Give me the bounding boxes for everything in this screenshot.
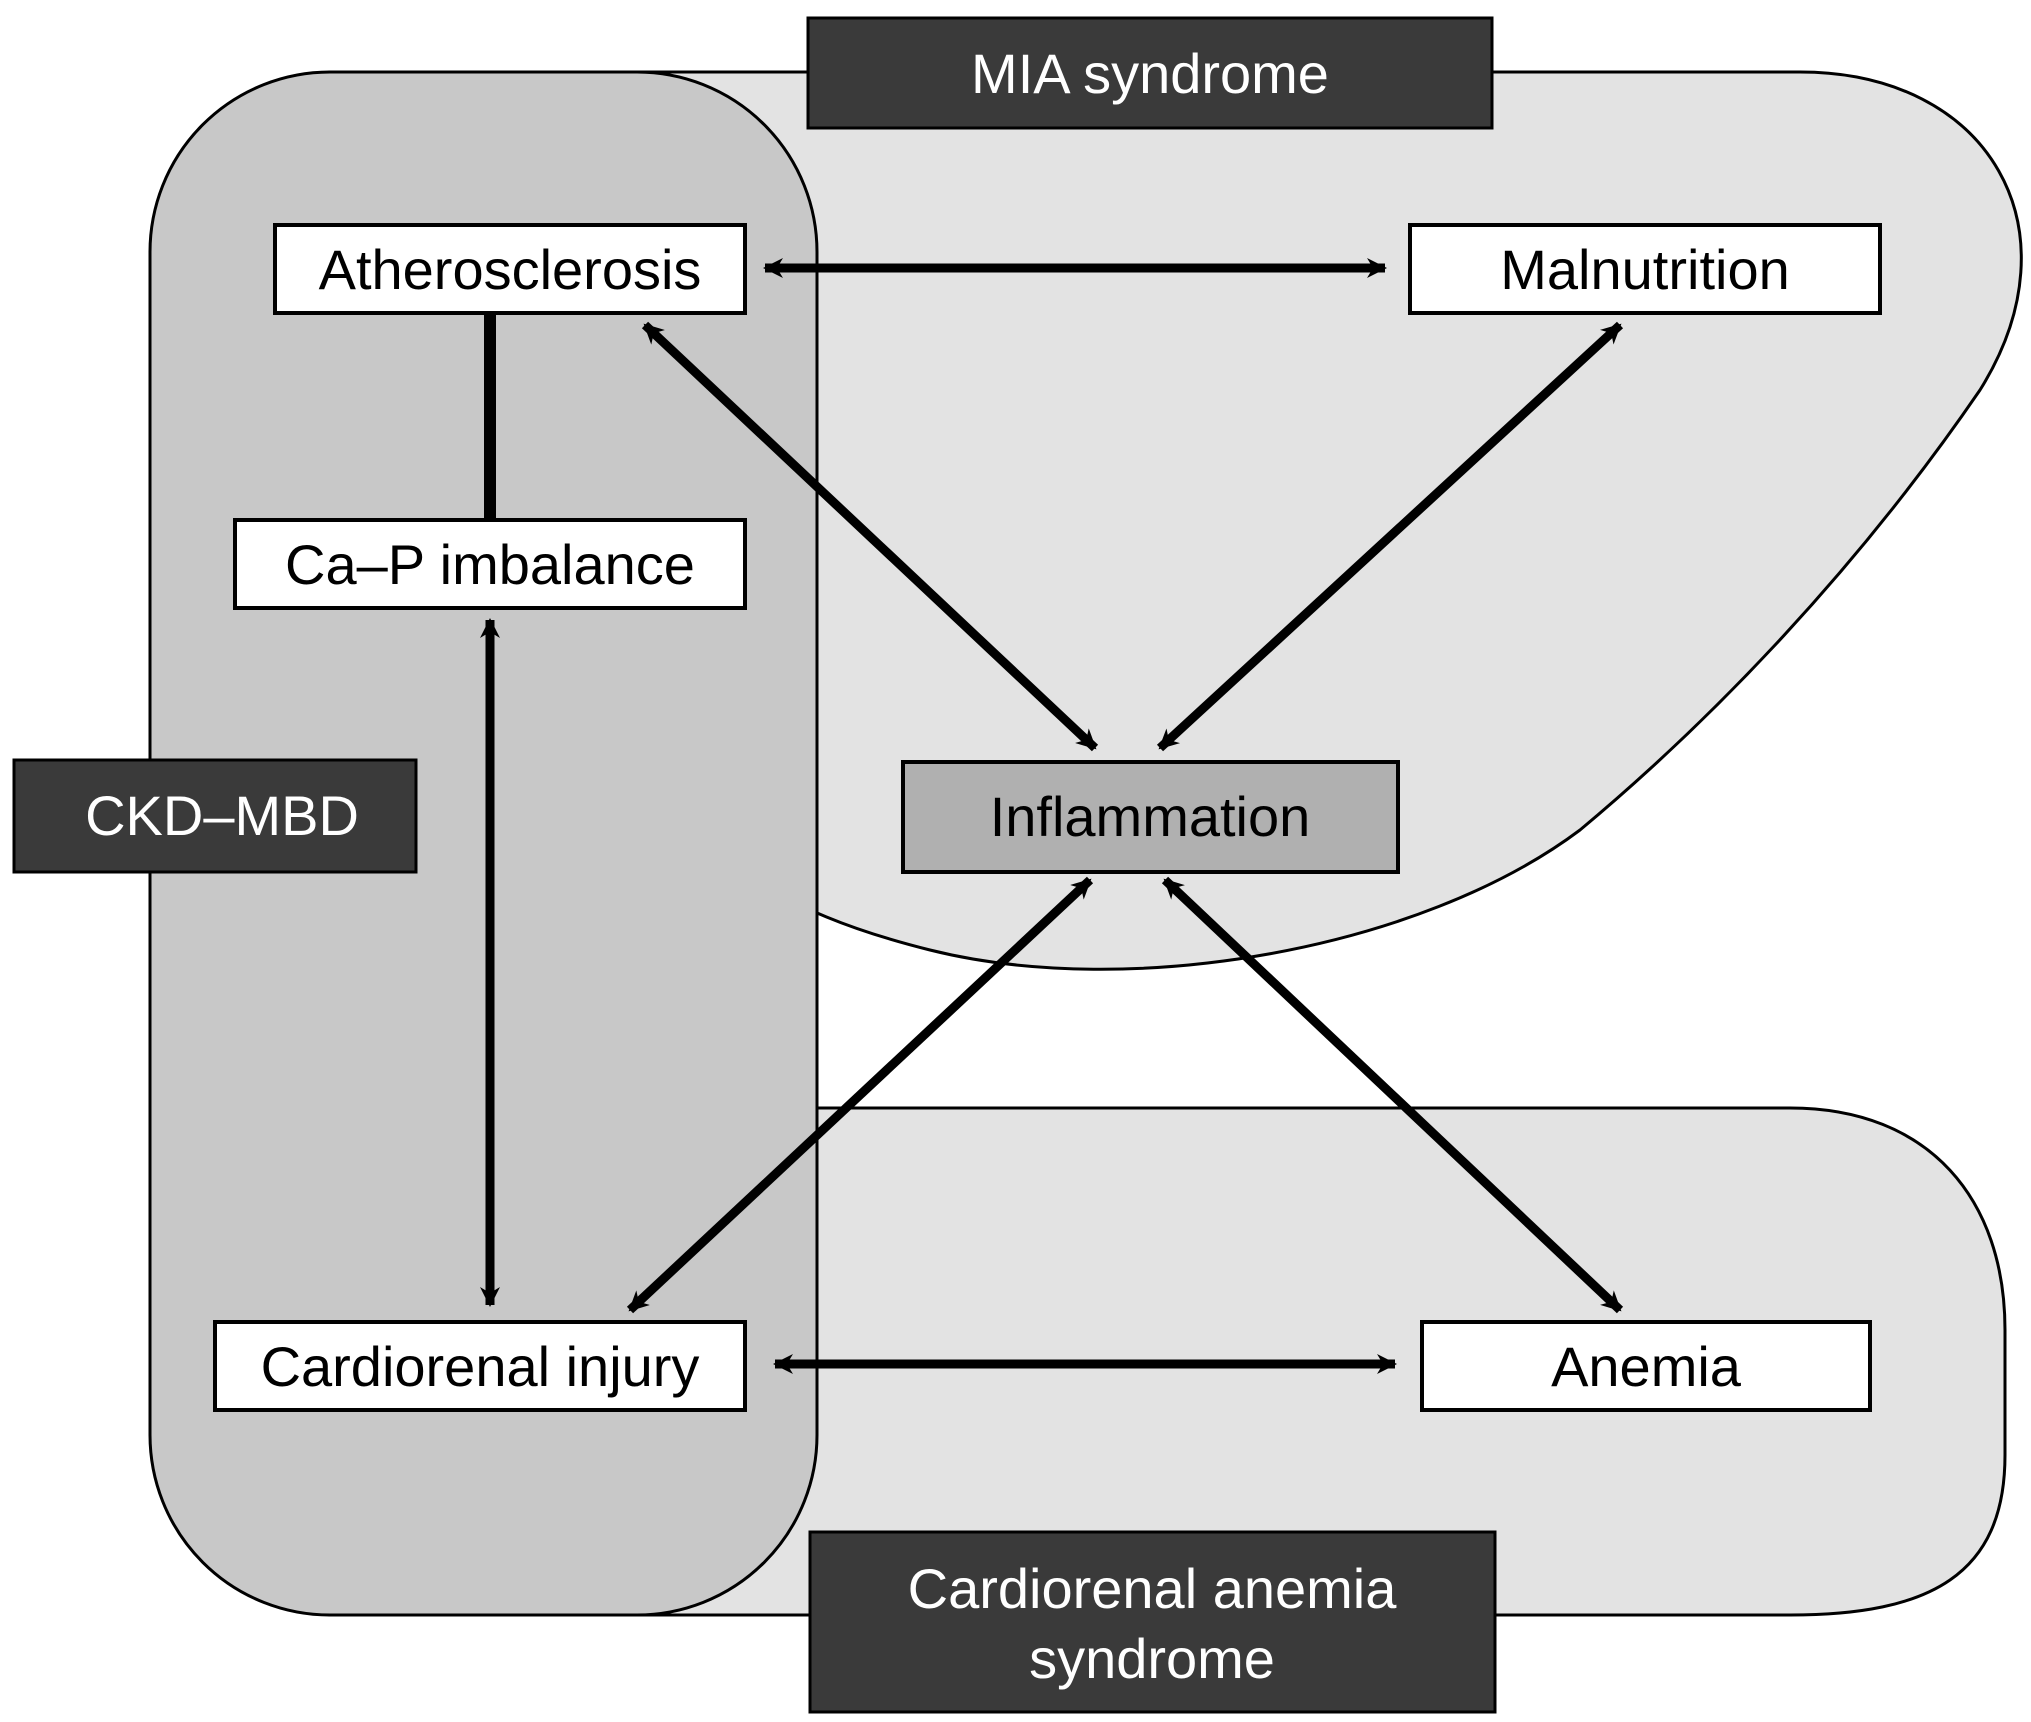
node-atherosclerosis-label: Atherosclerosis <box>319 238 702 301</box>
node-inflammation-label: Inflammation <box>990 785 1311 848</box>
label-cardiorenal-anemia-syndrome: Cardiorenal anemia syndrome <box>808 1530 1497 1714</box>
label-mia-syndrome: MIA syndrome <box>806 16 1494 130</box>
node-atherosclerosis: Atherosclerosis <box>273 223 747 315</box>
label-ckd-mbd: CKD–MBD <box>12 758 418 874</box>
arrow-malnutrition-inflammation <box>1156 321 1624 752</box>
label-cardiorenal-anemia-line2: syndrome <box>1029 1627 1275 1690</box>
label-mia-syndrome-text: MIA syndrome <box>971 42 1329 105</box>
label-ckd-mbd-text: CKD–MBD <box>85 784 359 847</box>
node-anemia: Anemia <box>1420 1320 1872 1412</box>
node-inflammation: Inflammation <box>901 760 1400 874</box>
node-malnutrition-label: Malnutrition <box>1500 238 1789 301</box>
node-malnutrition: Malnutrition <box>1408 223 1882 315</box>
node-cap-imbalance-label: Ca–P imbalance <box>285 533 695 596</box>
arrow-atherosclerosis-inflammation <box>641 321 1099 752</box>
arrow-inflammation-cardiorenal <box>626 876 1094 1314</box>
arrow-inflammation-anemia <box>1161 876 1624 1314</box>
node-cardiorenal-injury: Cardiorenal injury <box>213 1320 747 1412</box>
node-anemia-label: Anemia <box>1551 1335 1742 1398</box>
label-cardiorenal-anemia-line1: Cardiorenal anemia <box>908 1557 1398 1620</box>
node-cap-imbalance: Ca–P imbalance <box>233 518 747 610</box>
node-cardiorenal-injury-label: Cardiorenal injury <box>261 1335 700 1398</box>
